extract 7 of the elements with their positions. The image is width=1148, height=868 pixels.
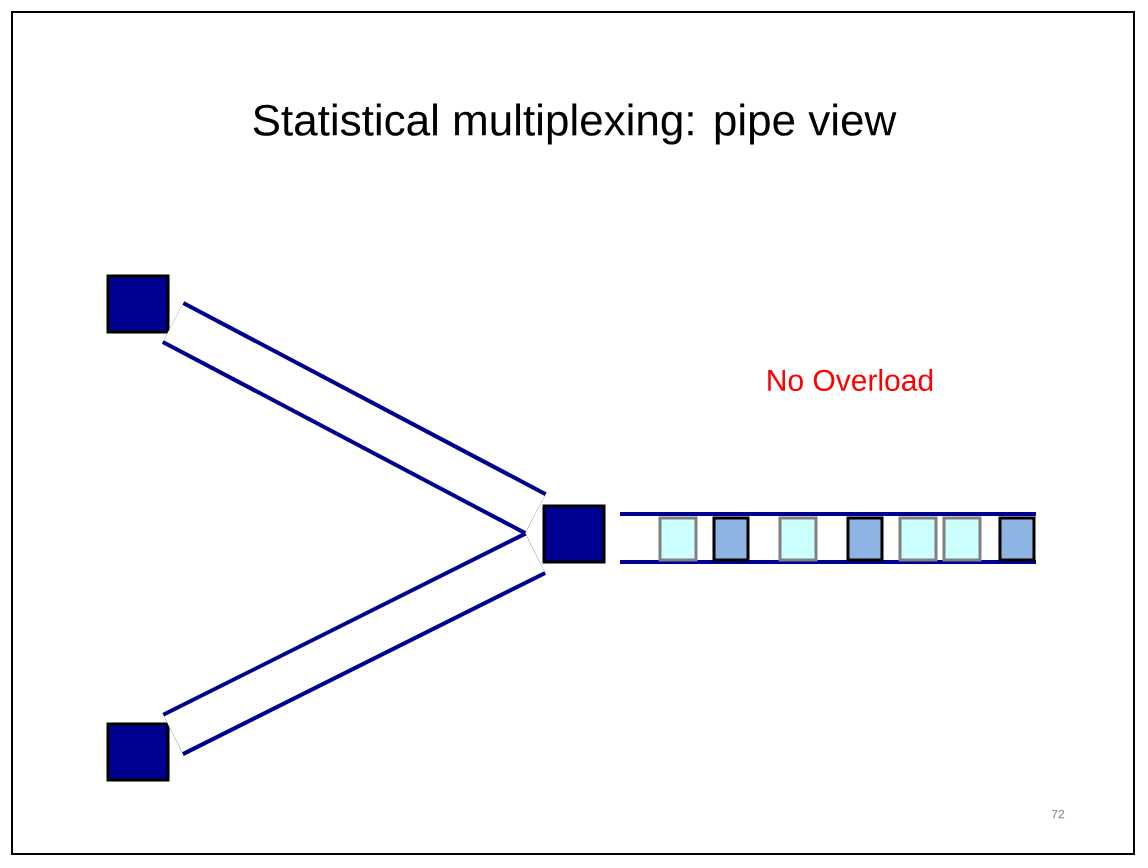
link-pipe — [162, 531, 547, 756]
status-label: No Overload — [768, 369, 933, 391]
router-box — [106, 274, 170, 334]
router-box — [542, 504, 606, 564]
slide-title: Statistical multiplexing: pipe view — [253, 103, 897, 145]
router-box — [106, 722, 170, 782]
link-pipe — [161, 301, 547, 535]
